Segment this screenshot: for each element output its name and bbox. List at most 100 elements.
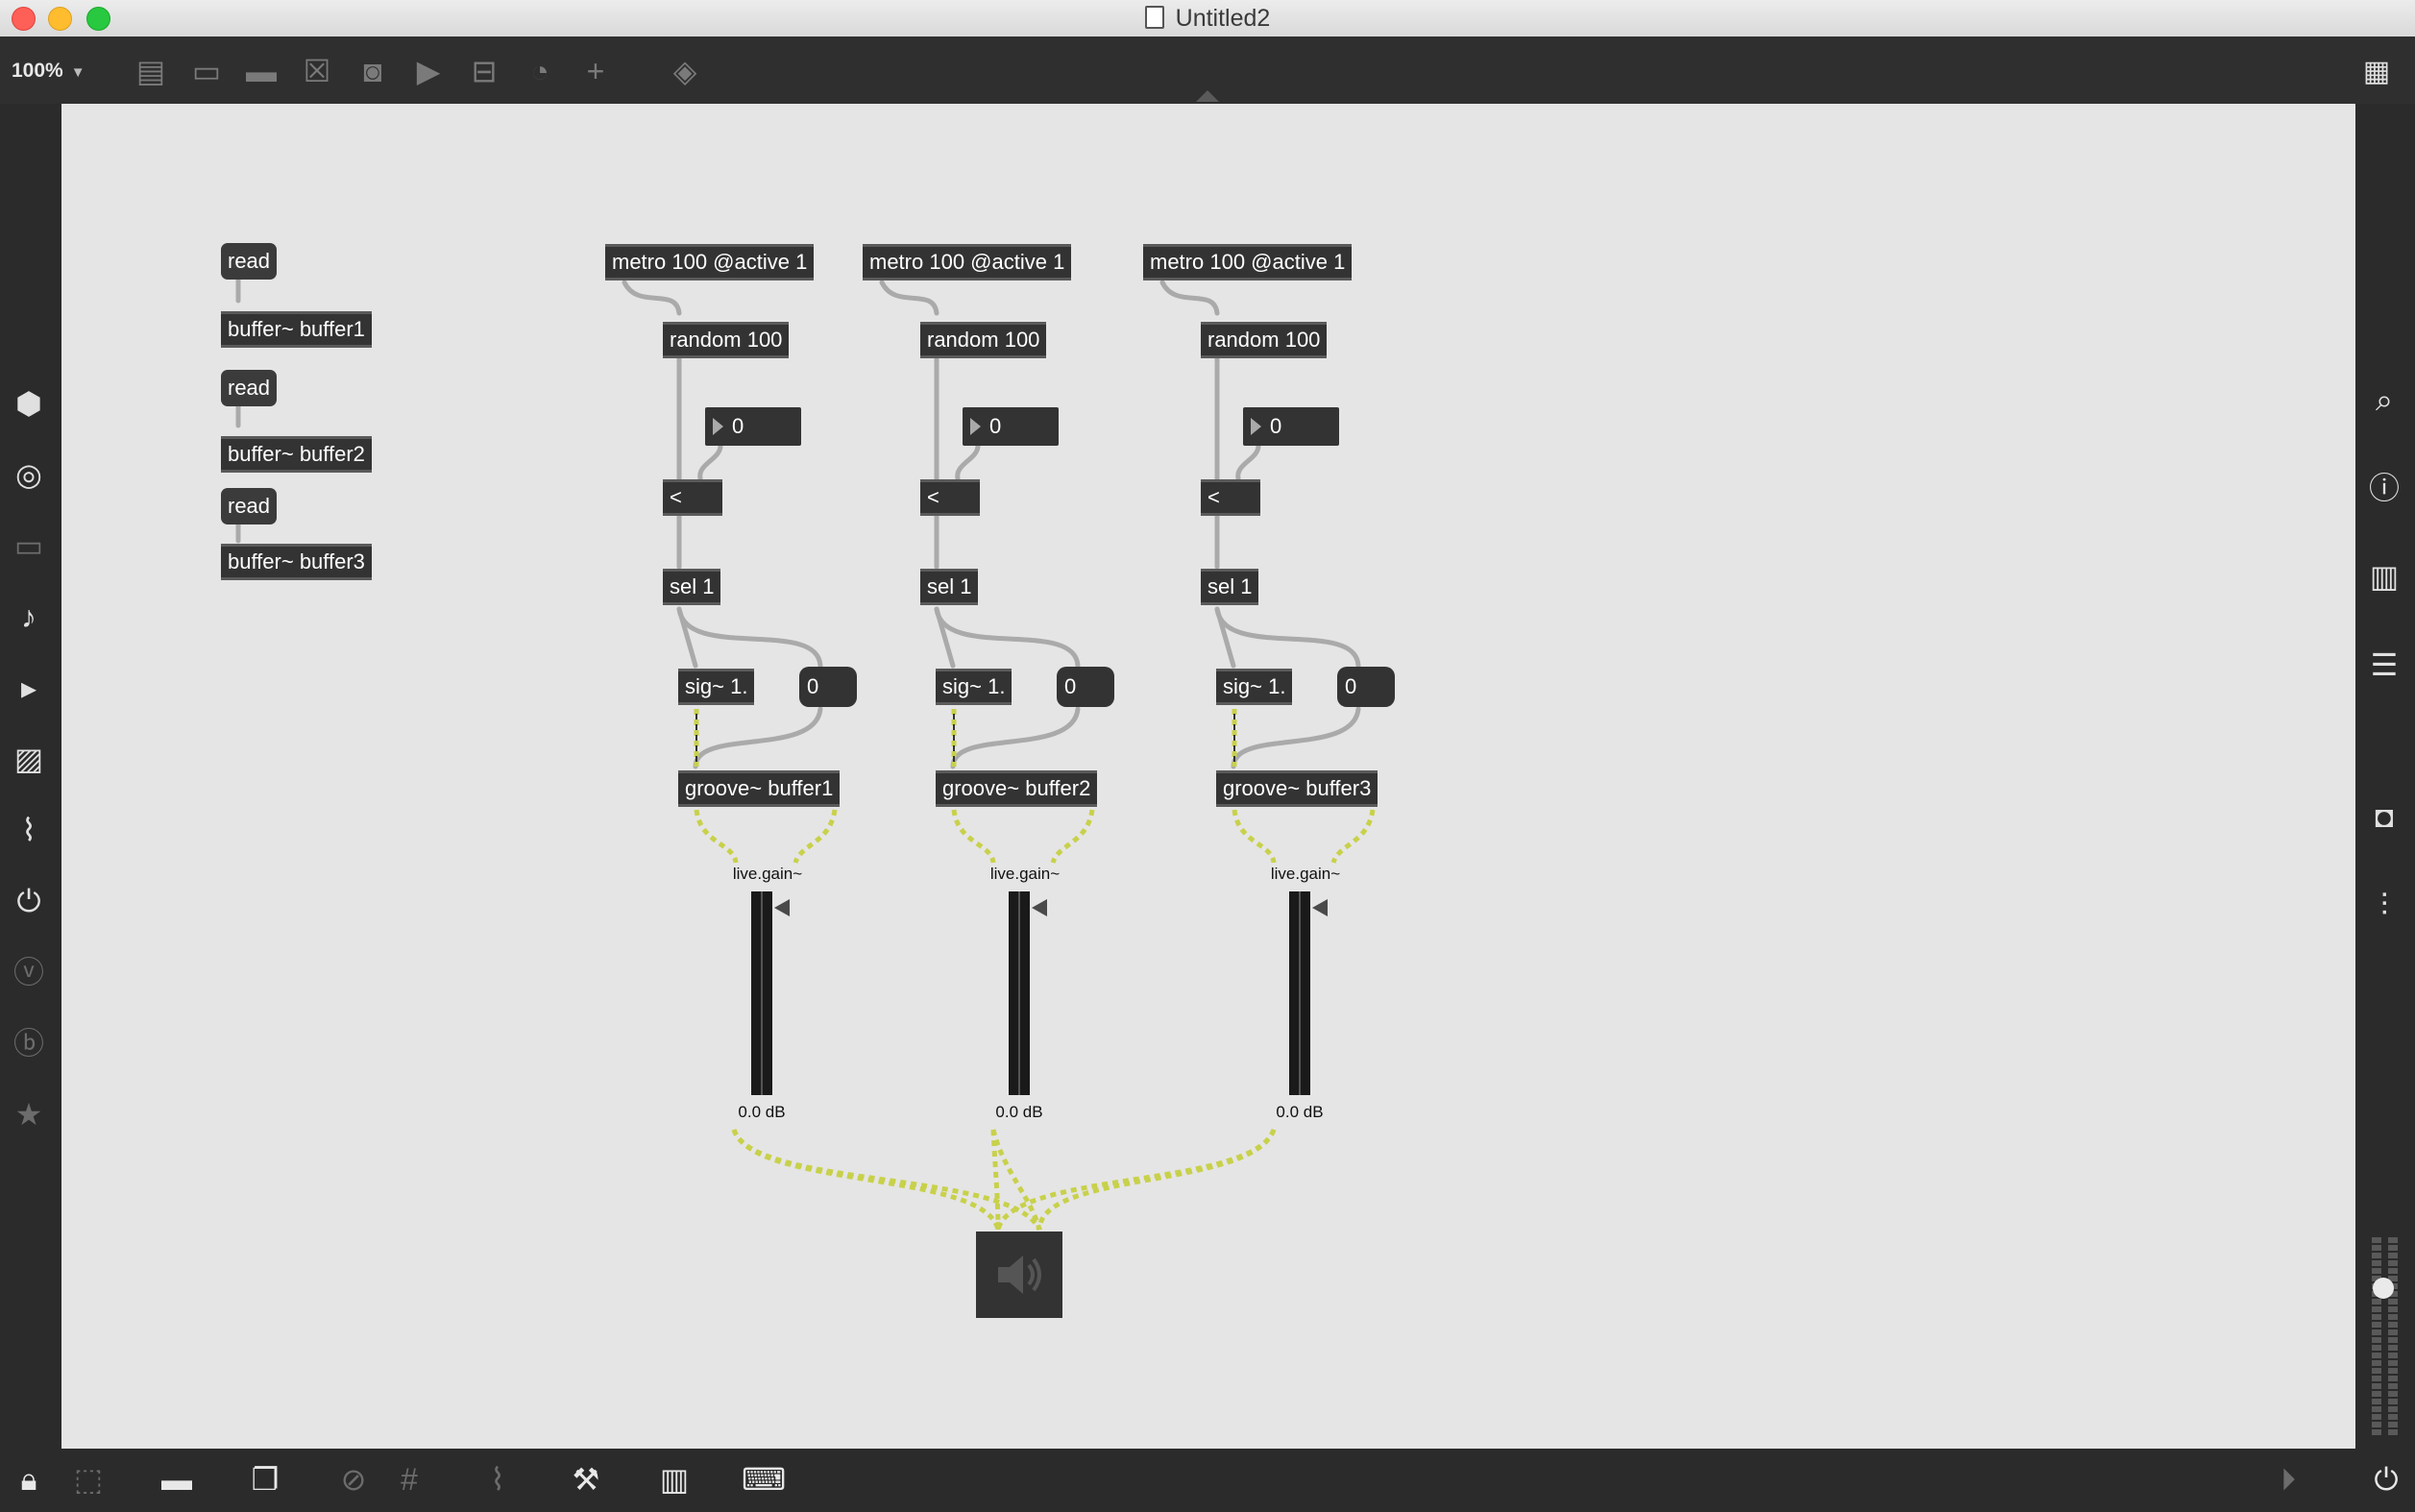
window-title: Untitled2 [1175, 5, 1271, 32]
presentation-icon[interactable]: ▤ [135, 54, 166, 88]
wrench-icon[interactable]: ⚒ [572, 1462, 600, 1497]
keyboard-icon[interactable]: ⌨ [742, 1462, 787, 1497]
maximize-window-button[interactable] [86, 7, 110, 31]
book-icon[interactable]: ▥ [2369, 559, 2400, 594]
presentation-mode-icon[interactable]: ⬚ [73, 1462, 104, 1497]
meter-segment [2388, 1353, 2398, 1358]
live-gain-label-3: live.gain~ [1270, 865, 1341, 883]
live-gain-slider-1[interactable] [751, 891, 772, 1095]
media-icon[interactable]: ▸ [20, 671, 37, 705]
meter-segment [2372, 1237, 2381, 1243]
gain-pointer-icon [1312, 899, 1328, 916]
target-icon[interactable]: ◎ [15, 457, 42, 492]
zero-message-3[interactable]: 0 [1337, 667, 1395, 707]
comment-icon[interactable]: ▬ [246, 54, 277, 88]
b-circle-icon[interactable]: ⓑ [12, 1026, 44, 1061]
random-object-1[interactable]: random 100 [663, 322, 790, 358]
title-bar: Untitled2 [0, 0, 2415, 37]
random-object-3[interactable]: random 100 [1201, 322, 1328, 358]
plug-icon[interactable]: ⏻ [16, 884, 41, 918]
music-note-icon[interactable]: ♪ [21, 599, 37, 634]
meter-segment [2388, 1245, 2398, 1251]
meter-segment [2388, 1429, 2398, 1435]
meter-segment [2388, 1422, 2398, 1427]
transport-icon[interactable]: ⏵ [2280, 1462, 2296, 1497]
grid-icon[interactable]: # [401, 1462, 418, 1497]
metro-object-1[interactable]: metro 100 @active 1 [605, 244, 815, 280]
meter-segment [2372, 1306, 2381, 1312]
groove-object-2[interactable]: groove~ buffer2 [936, 770, 1098, 807]
list-icon[interactable]: ☰ [2370, 647, 2399, 682]
play-icon[interactable]: ▶ [416, 54, 441, 88]
volume-meter-right [2388, 1237, 2398, 1449]
meter-segment [2388, 1414, 2398, 1420]
power-icon[interactable]: ⏻ [2374, 1462, 2399, 1497]
compare-object-3[interactable]: < [1201, 479, 1260, 516]
image-icon[interactable]: ▨ [13, 742, 44, 776]
lock-icon[interactable]: 🔒︎ [20, 1462, 37, 1497]
number-box-3[interactable]: 0 [1243, 407, 1339, 446]
read-message-1[interactable]: read [221, 243, 278, 280]
add-icon[interactable]: + [586, 54, 605, 88]
meter-segment [2388, 1268, 2398, 1274]
package-icon[interactable]: ⬢ [15, 386, 42, 421]
camera-icon[interactable]: ◘ [2375, 799, 2394, 834]
zero-message-2[interactable]: 0 [1057, 667, 1114, 707]
windows-icon[interactable]: ❐ [251, 1462, 280, 1497]
live-gain-slider-3[interactable] [1289, 891, 1310, 1095]
meter-segment [2372, 1391, 2381, 1397]
button-icon[interactable]: ☒ [303, 54, 331, 88]
sig-object-3[interactable]: sig~ 1. [1216, 669, 1293, 705]
number-box-1[interactable]: 0 [705, 407, 801, 446]
meter-segment [2372, 1268, 2381, 1274]
groove-object-1[interactable]: groove~ buffer1 [678, 770, 841, 807]
piano-icon[interactable]: ▥ [659, 1462, 690, 1497]
patcher-canvas[interactable]: read buffer~ buffer1 read buffer~ buffer… [61, 104, 2355, 1449]
filmstrip-icon[interactable]: ▭ [13, 528, 44, 563]
text-object-icon[interactable]: ▭ [191, 54, 222, 88]
connect-icon[interactable]: ⌇ [490, 1462, 505, 1497]
sig-object-2[interactable]: sig~ 1. [936, 669, 1012, 705]
close-window-button[interactable] [12, 7, 36, 31]
zoom-menu[interactable]: 100%▼ [12, 60, 85, 83]
star-icon[interactable]: ★ [14, 1097, 43, 1132]
compare-object-1[interactable]: < [663, 479, 722, 516]
meter-segment [2372, 1360, 2381, 1366]
slider-icon[interactable]: ⊟ [471, 54, 498, 88]
minimize-window-button[interactable] [48, 7, 72, 31]
read-message-2[interactable]: read [221, 370, 278, 406]
sig-object-1[interactable]: sig~ 1. [678, 669, 755, 705]
buffer-object-2[interactable]: buffer~ buffer2 [221, 436, 372, 473]
buffer-object-1[interactable]: buffer~ buffer1 [221, 311, 372, 348]
volume-slider[interactable] [2373, 1278, 2394, 1299]
meter-segment [2372, 1353, 2381, 1358]
ezdac-speaker-button[interactable] [976, 1232, 1062, 1318]
number-box-2[interactable]: 0 [963, 407, 1059, 446]
v-circle-icon[interactable]: ⓥ [12, 955, 44, 989]
paperclip-icon[interactable]: ⌇ [21, 813, 37, 847]
groove-object-3[interactable]: groove~ buffer3 [1216, 770, 1378, 807]
compare-object-2[interactable]: < [920, 479, 980, 516]
meter-segment [2372, 1406, 2381, 1412]
meter-segment [2372, 1322, 2381, 1328]
sel-object-1[interactable]: sel 1 [663, 569, 721, 605]
toggle-icon[interactable]: ◙ [363, 54, 382, 88]
search-icon[interactable]: ⌕ [2376, 382, 2393, 417]
info-icon[interactable]: ⓘ [2368, 471, 2400, 505]
buffer-object-3[interactable]: buffer~ buffer3 [221, 544, 372, 580]
metro-object-3[interactable]: metro 100 @active 1 [1143, 244, 1353, 280]
meter-segment [2372, 1299, 2381, 1305]
sel-object-2[interactable]: sel 1 [920, 569, 979, 605]
metro-object-2[interactable]: metro 100 @active 1 [863, 244, 1072, 280]
read-message-3[interactable]: read [221, 488, 278, 524]
mute-icon[interactable]: ⊘ [340, 1462, 367, 1497]
dial-icon[interactable]: ◔ [530, 54, 549, 88]
zero-message-1[interactable]: 0 [799, 667, 857, 707]
grid-icon[interactable]: ▦ [2362, 56, 2391, 87]
mixer-icon[interactable]: ⫶ [2379, 888, 2388, 922]
display-icon[interactable]: ▬ [161, 1462, 192, 1497]
random-object-2[interactable]: random 100 [920, 322, 1047, 358]
sel-object-3[interactable]: sel 1 [1201, 569, 1259, 605]
live-gain-slider-2[interactable] [1009, 891, 1030, 1095]
paint-bucket-icon[interactable]: ◈ [672, 54, 697, 88]
